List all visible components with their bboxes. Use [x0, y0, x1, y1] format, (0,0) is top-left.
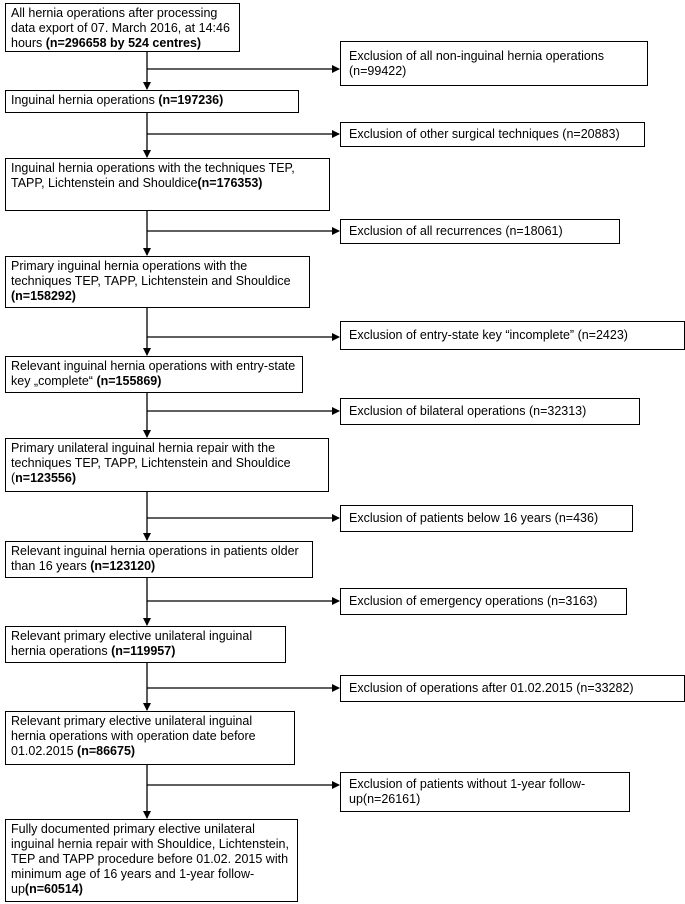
main-box-primary: Primary inguinal hernia operations with … — [5, 256, 310, 308]
main-box-text: Inguinal hernia operations — [11, 93, 159, 107]
main-box-text: Inguinal hernia operations with the tech… — [11, 161, 295, 190]
exclusion-text: Exclusion of operations after 01.02.2015… — [349, 681, 634, 695]
main-box-elective: Relevant primary elective unilateral ing… — [5, 626, 286, 663]
exclusion-text: Exclusion of all recurrences (n=18061) — [349, 224, 563, 238]
exclusion-box-bilateral: Exclusion of bilateral operations (n=323… — [340, 398, 640, 425]
main-box-text: Primary inguinal hernia operations with … — [11, 259, 291, 288]
exclusion-box-other-techniques: Exclusion of other surgical techniques (… — [340, 122, 645, 147]
main-box-date: Relevant primary elective unilateral ing… — [5, 711, 295, 765]
main-box-count: (n=60514) — [24, 882, 83, 896]
main-box-text: Relevant inguinal hernia operations in p… — [11, 544, 299, 573]
main-box-age: Relevant inguinal hernia operations in p… — [5, 541, 313, 578]
main-box-text: All hernia operations after processing d… — [11, 6, 230, 50]
exclusion-text: Exclusion of patients below 16 years (n=… — [349, 511, 599, 525]
main-box-count: n=123556) — [15, 471, 76, 485]
main-box-unilateral: Primary unilateral inguinal hernia repai… — [5, 438, 329, 492]
main-box-complete: Relevant inguinal hernia operations with… — [5, 356, 303, 393]
exclusion-text: Exclusion of bilateral operations (n=323… — [349, 404, 587, 418]
exclusion-box-recurrences: Exclusion of all recurrences (n=18061) — [340, 219, 620, 244]
main-box-text: Relevant primary elective unilateral ing… — [11, 629, 253, 658]
main-box-count: (n=155869) — [96, 374, 162, 388]
main-box-count: (n=296658 by 524 centres) — [45, 36, 202, 50]
exclusion-text: Exclusion of patients without 1-year fol… — [349, 777, 586, 806]
main-box-count: (n=123120) — [90, 559, 156, 573]
exclusion-text: Exclusion of entry-state key “incomplete… — [349, 328, 628, 342]
main-box-text: Primary unilateral inguinal hernia repai… — [11, 441, 291, 485]
main-box-text: Relevant primary elective unilateral ing… — [11, 714, 256, 758]
main-box-text: Relevant inguinal hernia operations with… — [11, 359, 296, 388]
main-box-final: Fully documented primary elective unilat… — [5, 819, 298, 902]
main-box-all-hernia: All hernia operations after processing d… — [5, 3, 240, 52]
main-box-text: Fully documented primary elective unilat… — [11, 822, 289, 896]
exclusion-text: Exclusion of other surgical techniques (… — [349, 127, 620, 141]
main-box-count: (n=176353) — [197, 176, 263, 190]
exclusion-text: Exclusion of emergency operations (n=316… — [349, 594, 598, 608]
main-box-count: (n=158292) — [11, 289, 76, 303]
exclusion-text: Exclusion of all non-inguinal hernia ope… — [349, 48, 605, 78]
main-box-inguinal: Inguinal hernia operations (n=197236) — [5, 90, 299, 113]
exclusion-box-incomplete: Exclusion of entry-state key “incomplete… — [340, 321, 685, 350]
main-box-techniques: Inguinal hernia operations with the tech… — [5, 158, 330, 211]
main-box-count: (n=197236) — [158, 93, 224, 107]
exclusion-box-non-inguinal: Exclusion of all non-inguinal hernia ope… — [340, 41, 648, 86]
exclusion-box-emergency: Exclusion of emergency operations (n=316… — [340, 588, 627, 615]
exclusion-box-below-16: Exclusion of patients below 16 years (n=… — [340, 505, 633, 532]
main-box-count: (n=119957) — [111, 644, 176, 658]
exclusion-box-after-date: Exclusion of operations after 01.02.2015… — [340, 675, 685, 702]
main-box-count: (n=86675) — [77, 744, 136, 758]
exclusion-box-no-followup: Exclusion of patients without 1-year fol… — [340, 772, 630, 812]
